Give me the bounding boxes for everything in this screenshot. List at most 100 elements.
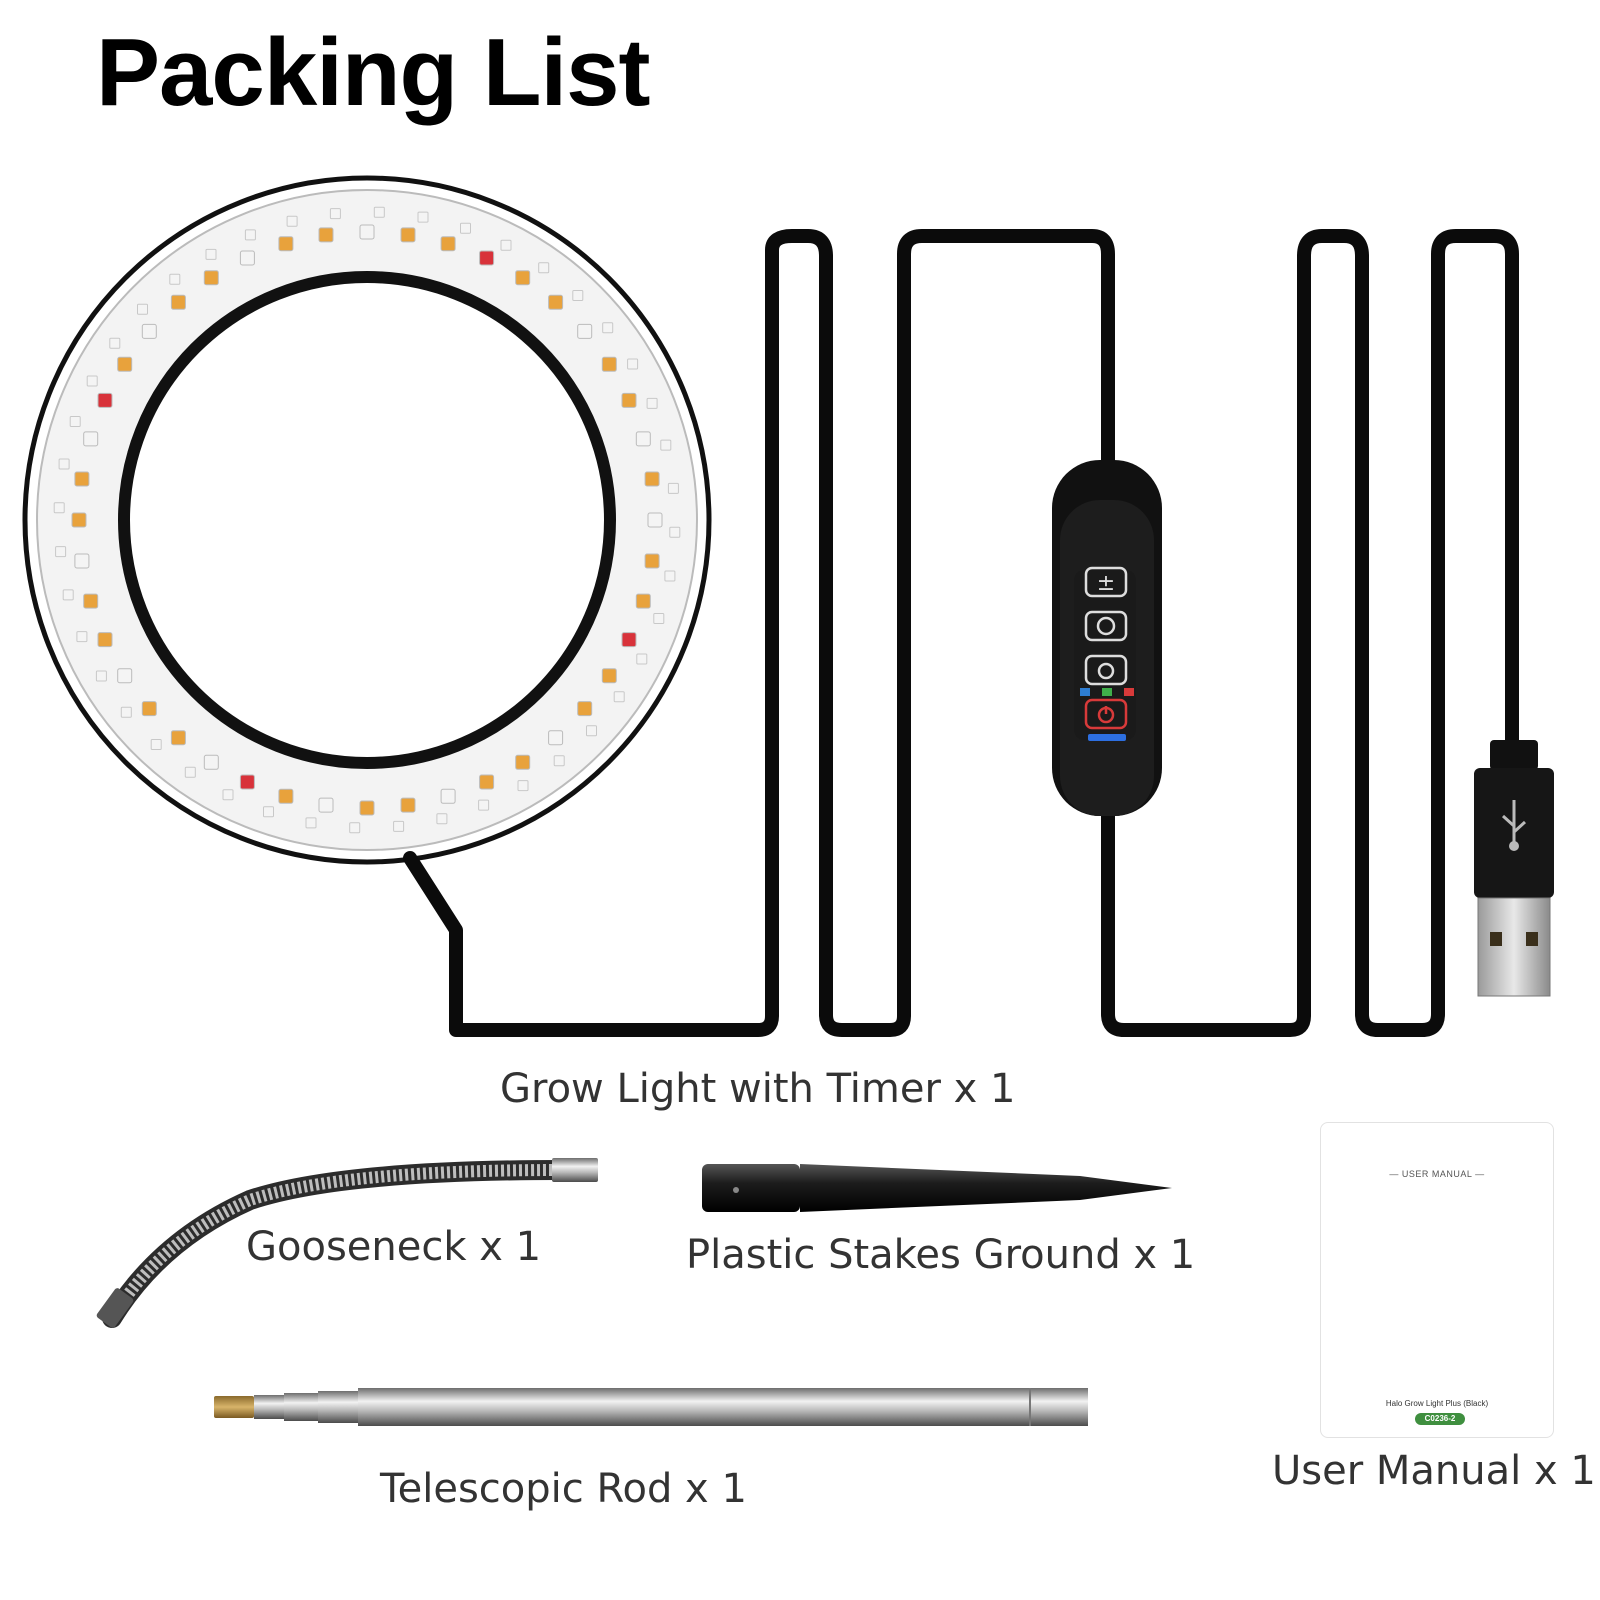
led-chip [205,248,217,260]
led-chip [239,250,255,266]
led-chip [95,670,107,682]
timer-icon [1084,654,1128,686]
led-chip [479,774,495,790]
manual-header: — USER MANUAL — [1389,1169,1485,1179]
led-chip [517,780,529,792]
led-chip [184,766,196,778]
led-chip [62,589,74,601]
led-chip [621,392,637,408]
led-chip [318,797,334,813]
led-chip [515,270,531,286]
user-manual: — USER MANUAL — Halo Grow Light Plus (Bl… [1320,1122,1554,1438]
led-chip [69,416,81,427]
led-chip [515,754,531,770]
led-chip [400,797,416,813]
item-label-user-manual: User Manual x 1 [1272,1448,1596,1494]
led-chip [141,701,157,717]
led-chip [577,701,593,717]
led-chip [548,730,564,746]
plastic-stake [702,1164,1172,1212]
led-chip [74,553,90,569]
led-chip [460,222,471,234]
led-chip [436,813,448,825]
led-chip [538,262,550,274]
usb-plug [1474,740,1554,997]
led-chip [53,502,65,514]
led-chip [97,632,113,648]
led-chip [669,526,681,538]
usb-icon [1501,800,1527,851]
led-chip [417,211,429,223]
led-chip [222,789,234,801]
led-chip [109,337,121,349]
led-chip [664,570,676,582]
led-chip [169,273,181,285]
led-chip [667,482,679,494]
led-chip [55,546,67,558]
led-chip [601,356,617,372]
led-chip [393,820,405,832]
led-chip [548,294,564,310]
led-chip [278,236,294,252]
timer-controller: ± [1052,460,1162,816]
led-chip [170,730,186,746]
led-chip [373,206,385,218]
power-cable [403,229,1115,1037]
led-chip [86,375,98,387]
led-chip [83,593,99,609]
led-chip [500,239,512,251]
led-chip [58,458,70,470]
manual-product-name: Halo Grow Light Plus (Black) [1385,1399,1489,1408]
svg-text:±: ± [1097,571,1115,596]
led-chip [647,512,663,528]
led-chip [359,224,375,240]
page-title: Packing List [96,19,650,126]
gooseneck [96,1158,598,1328]
power-icon [1084,698,1128,730]
item-label-gooseneck: Gooseneck x 1 [246,1224,542,1270]
cycle-icon [1084,610,1128,642]
led-chip [120,706,132,718]
led-chip [137,303,148,315]
led-chip [553,755,565,767]
led-chip [644,553,660,569]
led-chip [440,236,456,252]
led-chip [170,294,186,310]
led-chip [263,806,274,818]
manual-code-badge: C0236-2 [1415,1413,1465,1425]
led-chip [635,593,651,609]
led-chip [653,613,665,624]
led-chip [244,229,256,241]
led-chip [318,227,334,243]
led-chip [627,358,639,370]
led-chip [635,431,651,447]
led-chip [621,632,637,648]
led-chip [601,668,617,684]
led-chip [646,397,658,409]
led-chip [117,668,133,684]
led-chip [359,800,375,816]
led-chip [478,799,490,811]
indicator-red [1124,688,1134,696]
ring-light [22,175,712,865]
led-chip [572,290,584,301]
led-chip [278,788,294,804]
led-chip [349,822,361,834]
led-array [53,206,681,834]
item-label-telescopic-rod: Telescopic Rod x 1 [380,1466,747,1512]
led-chip [141,323,157,339]
led-chip [660,439,672,451]
led-chip [479,250,495,266]
led-chip [602,322,614,334]
led-chip [586,725,597,737]
indicator-blue [1080,688,1090,696]
led-chip [117,356,133,372]
led-chip [644,471,660,487]
plus-minus-icon: ± [1084,566,1128,598]
item-label-plastic-stake: Plastic Stakes Ground x 1 [686,1232,1196,1278]
led-chip [76,631,88,643]
led-chip [329,208,341,220]
led-chip [613,691,625,703]
led-chip [239,774,255,790]
